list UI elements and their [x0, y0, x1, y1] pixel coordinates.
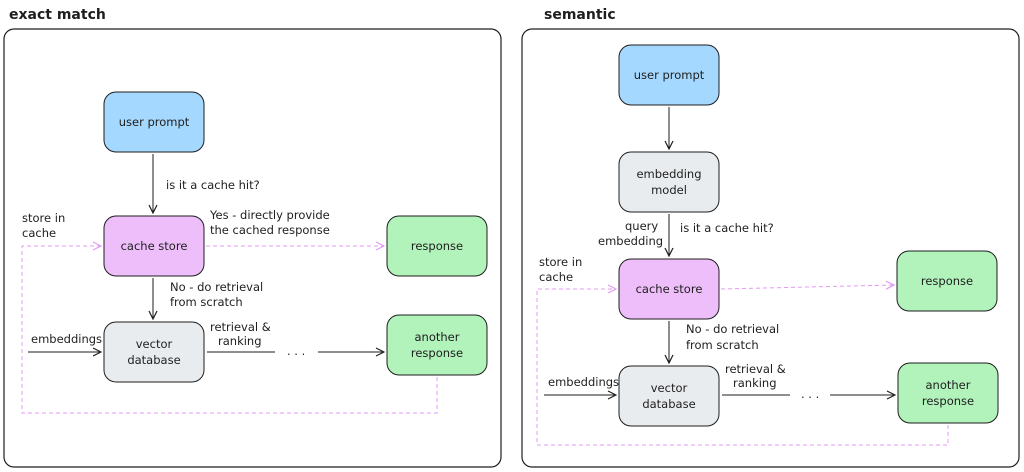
semantic-vector-database-node	[618, 365, 720, 427]
semantic-cache-store-label: cache store	[636, 282, 703, 296]
semantic-arrow-store-in-cache	[536, 289, 949, 446]
semantic-embedding-model-node	[618, 151, 720, 213]
semantic-embeddings-label: embeddings	[548, 375, 619, 389]
semantic-user-prompt-label: user prompt	[634, 68, 705, 82]
exact-retrieval-label-line2: ranking	[218, 334, 262, 348]
exact-yes-label-line2: the cached response	[210, 223, 330, 237]
semantic-cache-store-node	[618, 258, 720, 320]
exact-vector-label-line2: database	[127, 353, 180, 367]
exact-cache-store-node	[103, 215, 205, 277]
semantic-query-embedding-line1: query	[625, 219, 658, 233]
exact-cache-store-label: cache store	[121, 239, 188, 253]
semantic-store-label-line1: store in	[539, 255, 582, 269]
semantic-store-label-line2: cache	[539, 270, 573, 284]
semantic-retrieval-label-line1: retrieval &	[725, 362, 786, 376]
semantic-another-response-line2: response	[922, 394, 974, 408]
exact-response-label: response	[411, 239, 463, 253]
semantic-another-response-node	[897, 362, 999, 424]
semantic-response-label: response	[921, 274, 973, 288]
exact-match-panel	[3, 28, 502, 468]
exact-user-prompt-label: user prompt	[119, 115, 190, 129]
semantic-vector-label-line2: database	[642, 397, 695, 411]
semantic-another-response-line1: another	[926, 378, 971, 392]
semantic-user-prompt-node	[618, 44, 720, 106]
semantic-embedding-model-line1: embedding	[636, 167, 701, 181]
exact-another-response-line1: another	[415, 330, 460, 344]
semantic-title: semantic	[544, 7, 616, 23]
exact-no-label-line1: No - do retrieval	[170, 280, 263, 294]
semantic-embedding-model-line2: model	[651, 183, 687, 197]
exact-yes-label-line1: Yes - directly provide	[209, 208, 330, 222]
exact-retrieval-label-line1: retrieval &	[210, 320, 271, 334]
exact-store-label-line1: store in	[22, 211, 65, 225]
semantic-panel	[521, 28, 1020, 468]
semantic-dots: . . .	[801, 387, 819, 401]
exact-vector-label-line1: vector	[136, 337, 173, 351]
exact-vector-database-node	[103, 321, 205, 383]
exact-cache-hit-label: is it a cache hit?	[166, 178, 260, 192]
semantic-vector-label-line1: vector	[651, 381, 688, 395]
semantic-cache-hit-label: is it a cache hit?	[680, 221, 774, 235]
semantic-query-embedding-line2: embedding	[598, 234, 663, 248]
exact-store-label-line2: cache	[22, 226, 56, 240]
exact-another-response-line2: response	[411, 346, 463, 360]
semantic-no-label-line2: from scratch	[686, 338, 759, 352]
exact-embeddings-label: embeddings	[31, 332, 102, 346]
exact-no-label-line2: from scratch	[170, 295, 243, 309]
exact-arrow-store-in-cache	[21, 246, 438, 414]
exact-user-prompt-node	[103, 91, 205, 153]
exact-response-node	[386, 215, 488, 277]
semantic-arrow-cache-to-response	[720, 285, 894, 289]
exact-another-response-node	[386, 314, 488, 376]
exact-match-title: exact match	[9, 7, 106, 23]
semantic-no-label-line1: No - do retrieval	[686, 322, 779, 336]
exact-dots: . . .	[287, 344, 305, 358]
semantic-response-node	[896, 250, 998, 312]
semantic-retrieval-label-line2: ranking	[733, 376, 777, 390]
